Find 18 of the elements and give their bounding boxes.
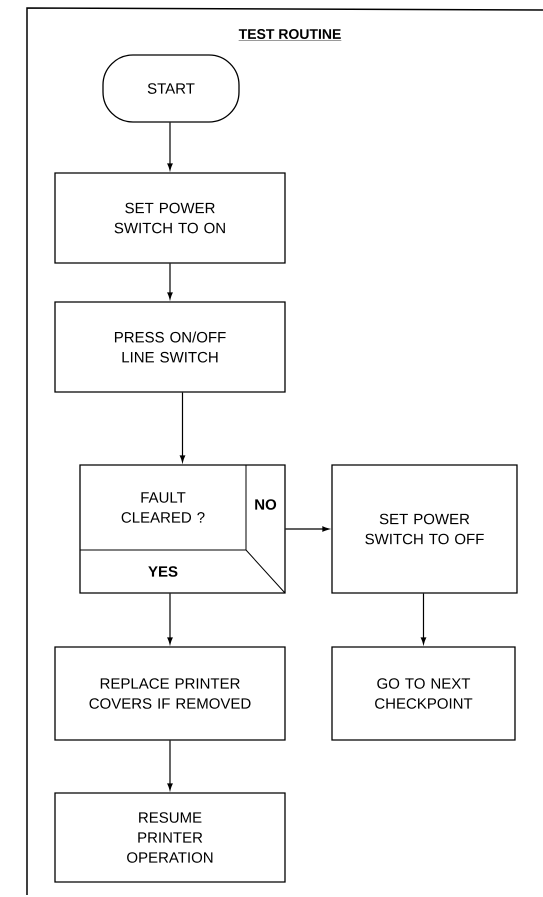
arrow [167, 264, 173, 300]
arrow [167, 740, 173, 790]
arrow [286, 526, 330, 532]
process-box: PRESS ON/OFF LINE SWITCH [54, 301, 286, 393]
branch-label: NO [255, 499, 276, 510]
process-box: RESUME PRINTER OPERATION [54, 792, 286, 883]
process-box: REPLACE PRINTER COVERS IF REMOVED [54, 646, 286, 741]
arrow [167, 594, 173, 644]
process-box: SET POWER SWITCH TO ON [54, 172, 286, 264]
process-box: GO TO NEXT CHECKPOINT [331, 646, 516, 741]
start-terminal: START [102, 54, 240, 123]
arrow [167, 122, 173, 170]
title: TEST ROUTINE [238, 29, 342, 41]
arrow [180, 392, 186, 462]
process-box: SET POWER SWITCH TO OFF [331, 464, 518, 594]
question-text: FAULT CLEARED ? [122, 492, 205, 523]
arrow [420, 594, 426, 644]
branch-label: YES [148, 566, 178, 577]
